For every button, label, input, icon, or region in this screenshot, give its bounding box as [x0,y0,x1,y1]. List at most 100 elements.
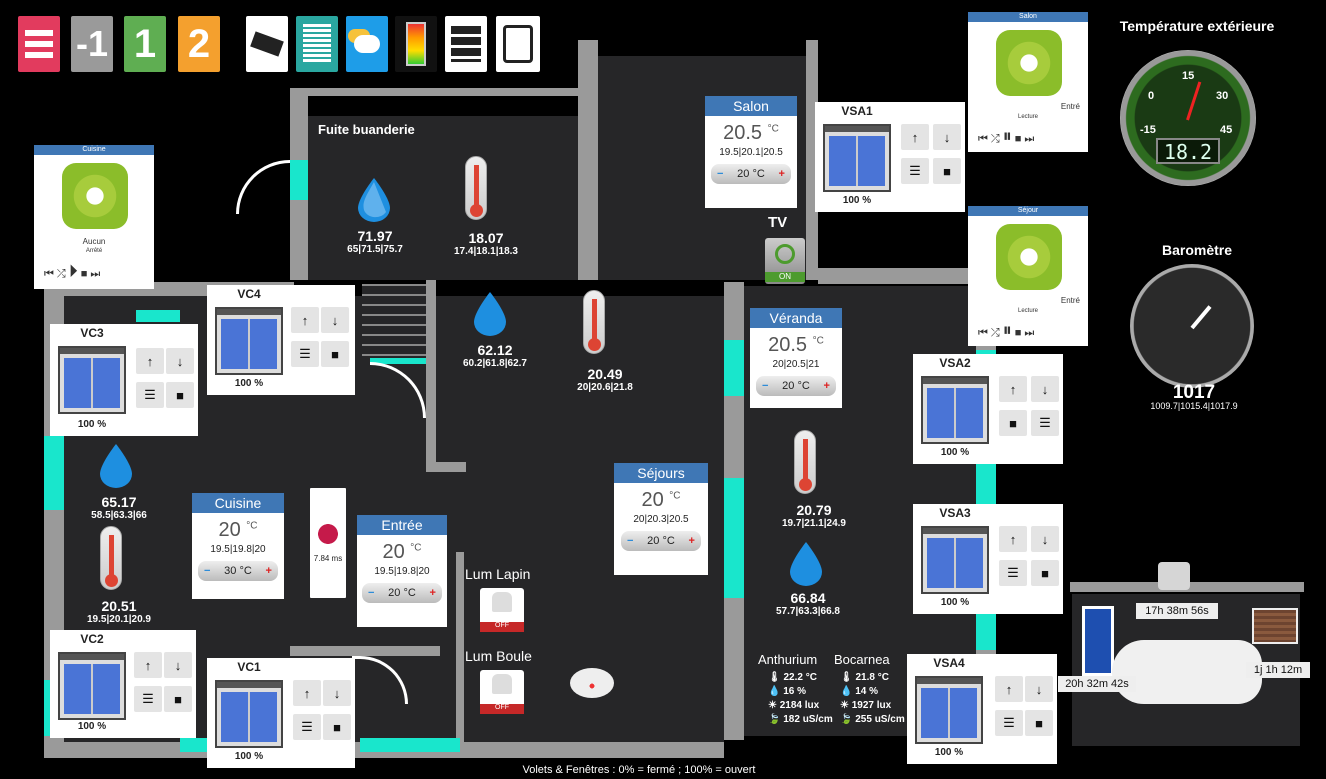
shutter-down-button[interactable]: ↓ [1025,676,1053,702]
level-minus1-button[interactable]: -1 [71,16,113,72]
thermostat-veranda[interactable]: Véranda 20.5 °C 20|20.5|21 −20 °C+ [750,308,842,408]
player-controls[interactable]: ⏮⤮⏸■⏭ [978,126,1038,146]
shutter-half-button[interactable]: ☰ [995,710,1023,736]
lamp-icon [492,674,512,694]
battery-button[interactable] [395,16,437,72]
entry-door-icon[interactable] [1082,606,1114,676]
shutter-up-button[interactable]: ↑ [995,676,1023,702]
meter-button[interactable] [496,16,540,72]
level-1-button[interactable]: 1 [124,16,166,72]
window-vc4[interactable]: VC4 ↑↓ ☰■ 100 % [207,285,355,395]
window-vsa4[interactable]: VSA4 ↑↓ ☰■ 100 % [907,654,1057,764]
shutter-half-button[interactable]: ☰ [901,158,929,184]
shutters-button[interactable] [296,16,338,72]
setpoint-stepper[interactable]: −30 °C+ [198,561,278,581]
shutter-down-button[interactable]: ↓ [323,680,351,706]
window-icon [58,346,126,414]
thermostat-salon[interactable]: Salon 20.5 °C 19.5|20.1|20.5 −20 °C+ [705,96,797,208]
setpoint-stepper[interactable]: −20 °C+ [711,164,791,184]
footer-legend: Volets & Fenêtres : 0% = fermé ; 100% = … [522,764,756,776]
shutter-down-button[interactable]: ↓ [933,124,961,150]
shutter-stop-button[interactable]: ■ [164,686,192,712]
level-2-button[interactable]: 2 [178,16,220,72]
battery-icon [406,22,426,66]
shutter-half-button[interactable]: ☰ [134,686,162,712]
thermostat-entree[interactable]: Entrée 20 °C 19.5|19.8|20 −20 °C+ [357,515,447,627]
light-lapin-button[interactable]: OFF [480,588,524,632]
laundry-floor [290,116,580,280]
humidity-drop-icon [474,292,506,336]
window-icon [215,680,283,748]
light-boule-label: Lum Boule [465,648,532,664]
shutter-half-button[interactable]: ☰ [293,714,321,740]
shutter-up-button[interactable]: ↑ [999,526,1027,552]
shutter-half-button[interactable]: ☰ [1031,410,1059,436]
window-vsa2[interactable]: VSA2 ↑↓ ■☰ 100 % [913,354,1063,464]
setpoint-stepper[interactable]: −20 °C+ [621,531,701,551]
player-salon[interactable]: Salon Entré Lecture ⏮⤮⏸■⏭ [968,12,1088,152]
raspberry-icon [317,522,339,546]
player-controls[interactable]: ⏮⤮⏸■⏭ [978,320,1038,340]
thermostat-sejours[interactable]: Séjours 20 °C 20|20.3|20.5 −20 °C+ [614,463,708,575]
thermometer-icon [100,526,122,590]
shutter-stop-button[interactable]: ■ [999,410,1027,436]
weather-button[interactable] [346,16,388,72]
shutter-half-button[interactable]: ☰ [999,560,1027,586]
shutter-stop-button[interactable]: ■ [1025,710,1053,736]
shutter-up-button[interactable]: ↑ [134,652,162,678]
shutter-stop-button[interactable]: ■ [321,341,349,367]
lamp-icon [492,592,512,612]
tv-power-button[interactable]: ON [765,238,805,284]
outdoor-temp-gauge: -15 0 15 30 45 18.2 [1120,50,1256,186]
menu-icon [25,30,53,36]
setpoint-stepper[interactable]: −20 °C+ [756,376,836,396]
raspberry-pi-card[interactable]: 7.84 ms [310,488,346,598]
humidity-drop-icon [100,444,132,488]
shutter-stop-button[interactable]: ■ [933,158,961,184]
shutter-down-button[interactable]: ↓ [166,348,194,374]
shutter-up-button[interactable]: ↑ [901,124,929,150]
window-vsa1[interactable]: VSA1 ↑↓ ☰■ 100 % [815,102,965,212]
player-cuisine[interactable]: Cuisine Aucun Arrêté ⏮⤮⏵■⏭ [34,145,154,289]
window-vsa3[interactable]: VSA3 ↑↓ ☰■ 100 % [913,504,1063,614]
window-vc2[interactable]: VC2 ↑↓ ☰■ 100 % [50,630,196,738]
player-controls[interactable]: ⏮⤮⏵■⏭ [44,261,104,281]
server-button[interactable] [445,16,487,72]
setpoint-stepper[interactable]: −20 °C+ [362,583,442,603]
garage-door-icon[interactable] [1252,608,1298,644]
light-boule-button[interactable]: OFF [480,670,524,714]
shutter-stop-button[interactable]: ■ [1031,560,1059,586]
shutter-half-button[interactable]: ☰ [291,341,319,367]
car-icon [1112,640,1262,704]
plant-anthurium: Anthurium 🌡 22.2 °C 💧 16 % ☀ 2184 lux 🍃 … [758,652,833,725]
menu-button[interactable] [18,16,60,72]
shutter-down-button[interactable]: ↓ [321,307,349,333]
shutter-down-button[interactable]: ↓ [164,652,192,678]
window-vc3[interactable]: VC3 ↑↓ ☰■ 100 % [50,324,198,436]
barometer-title: Baromètre [1161,242,1233,258]
thermometer-icon [583,290,605,354]
window-vc1[interactable]: VC1 ↑↓ ☰■ 100 % [207,658,355,768]
shutter-up-button[interactable]: ↑ [999,376,1027,402]
smoke-detector-icon[interactable] [570,668,614,698]
shutter-down-button[interactable]: ↓ [1031,376,1059,402]
shutter-down-button[interactable]: ↓ [1031,526,1059,552]
window-icon [58,652,126,720]
weather-icon [354,35,380,53]
light-lapin-label: Lum Lapin [465,566,531,582]
shutter-up-button[interactable]: ↑ [293,680,321,706]
shutter-up-button[interactable]: ↑ [136,348,164,374]
shutter-stop-button[interactable]: ■ [166,382,194,408]
camera-button[interactable] [246,16,288,72]
shutter-half-button[interactable]: ☰ [136,382,164,408]
shutter-up-button[interactable]: ↑ [291,307,319,333]
barometer-gauge [1130,264,1254,388]
thermostat-cuisine[interactable]: Cuisine 20 °C 19.5|19.8|20 −30 °C+ [192,493,284,599]
shutter-stop-button[interactable]: ■ [323,714,351,740]
barometer-range: 1009.7|1015.4|1017.9 [1150,401,1238,411]
player-sejour[interactable]: Séjour Entré Lecture ⏮⤮⏸■⏭ [968,206,1088,346]
sun-icon [62,163,128,229]
